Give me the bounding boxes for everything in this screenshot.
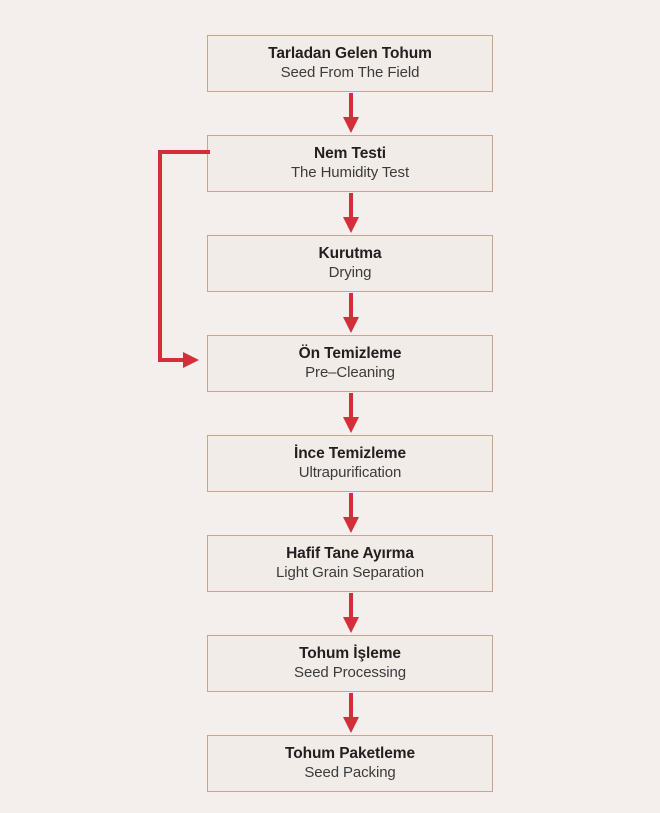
- arrow-head: [343, 117, 359, 133]
- feedback-loop-connector: [155, 148, 215, 374]
- flow-node-seed-packing[interactable]: Tohum Paketleme Seed Packing: [207, 735, 493, 792]
- loop-segment-top: [158, 150, 210, 154]
- node-title-en: The Humidity Test: [290, 163, 410, 181]
- arrow-head: [343, 717, 359, 733]
- arrow-stem: [349, 93, 353, 119]
- arrow-down-icon-1: [343, 93, 359, 133]
- arrow-down-icon-6: [343, 593, 359, 633]
- arrow-stem: [349, 593, 353, 619]
- flow-node-seed-from-the-field[interactable]: Tarladan Gelen Tohum Seed From The Field: [207, 35, 493, 92]
- node-title-en: Pre–Cleaning: [305, 363, 395, 381]
- node-title-tr: Hafif Tane Ayırma: [286, 545, 414, 563]
- arrow-down-icon-7: [343, 693, 359, 733]
- node-title-tr: Ön Temizleme: [298, 345, 402, 363]
- flow-node-ultrapurification[interactable]: İnce Temizleme Ultrapurification: [207, 435, 493, 492]
- arrow-head: [343, 217, 359, 233]
- arrow-stem: [349, 193, 353, 219]
- node-title-en: Light Grain Separation: [276, 563, 424, 581]
- flow-node-pre-cleaning[interactable]: Ön Temizleme Pre–Cleaning: [207, 335, 493, 392]
- arrow-stem: [349, 293, 353, 319]
- node-title-tr: Tarladan Gelen Tohum: [268, 45, 432, 63]
- flow-node-seed-processing[interactable]: Tohum İşleme Seed Processing: [207, 635, 493, 692]
- arrow-stem: [349, 493, 353, 519]
- node-title-en: Seed Processing: [294, 663, 406, 681]
- arrow-stem: [349, 693, 353, 719]
- arrow-stem: [349, 393, 353, 419]
- arrow-down-icon-4: [343, 393, 359, 433]
- node-title-tr: Nem Testi: [313, 145, 387, 163]
- loop-segment-vertical: [158, 150, 162, 362]
- arrow-head: [343, 317, 359, 333]
- arrow-head: [343, 517, 359, 533]
- arrow-down-icon-5: [343, 493, 359, 533]
- arrow-down-icon-2: [343, 193, 359, 233]
- node-title-tr: Tohum İşleme: [299, 645, 401, 663]
- flow-node-drying[interactable]: Kurutma Drying: [207, 235, 493, 292]
- arrow-head: [343, 617, 359, 633]
- arrow-down-icon-3: [343, 293, 359, 333]
- arrow-right-icon: [183, 352, 199, 368]
- loop-segment-bottom: [158, 358, 186, 362]
- node-title-en: Ultrapurification: [298, 463, 402, 481]
- node-title-tr: Tohum Paketleme: [284, 745, 415, 763]
- node-title-en: Drying: [328, 263, 372, 281]
- arrow-head: [343, 417, 359, 433]
- node-title-tr: Kurutma: [318, 245, 382, 263]
- node-title-tr: İnce Temizleme: [293, 445, 407, 463]
- node-title-en: Seed Packing: [304, 763, 396, 781]
- flow-node-the-humidity-test[interactable]: Nem Testi The Humidity Test: [207, 135, 493, 192]
- flow-node-light-grain-separation[interactable]: Hafif Tane Ayırma Light Grain Separation: [207, 535, 493, 592]
- node-title-en: Seed From The Field: [280, 63, 420, 81]
